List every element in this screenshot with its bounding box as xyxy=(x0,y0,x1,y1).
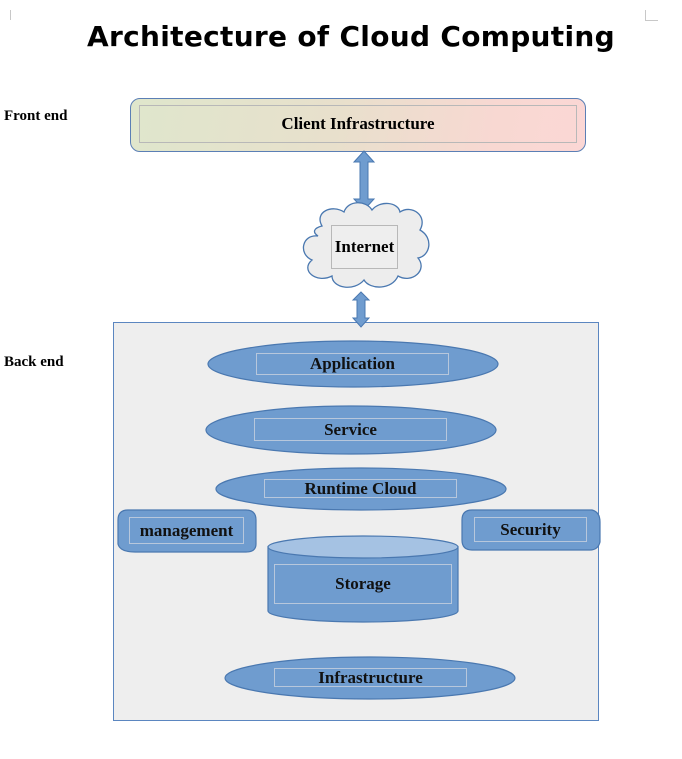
page-corner-mark xyxy=(645,10,658,21)
management-label: management xyxy=(129,517,244,544)
back-end-label: Back end xyxy=(4,354,64,370)
management-shape xyxy=(117,509,257,553)
service-label: Service xyxy=(254,418,447,441)
double-arrow-internet-backend xyxy=(351,291,371,328)
runtime-cloud-layer-shape xyxy=(215,467,507,511)
security-shape xyxy=(461,509,601,551)
internet-label: Internet xyxy=(331,225,398,269)
client-infrastructure-label: Client Infrastructure xyxy=(139,105,577,143)
infrastructure-layer-shape xyxy=(224,656,516,700)
infrastructure-label: Infrastructure xyxy=(274,668,467,687)
page-corner-mark xyxy=(0,10,11,20)
security-label: Security xyxy=(474,517,587,542)
application-label: Application xyxy=(256,353,449,375)
client-infrastructure-box xyxy=(130,98,586,152)
diagram-title: Architecture of Cloud Computing xyxy=(87,20,615,53)
runtime-cloud-label: Runtime Cloud xyxy=(264,479,457,498)
front-end-label: Front end xyxy=(4,108,68,124)
storage-label: Storage xyxy=(274,564,452,604)
double-arrow-client-internet xyxy=(352,150,376,211)
application-layer-shape xyxy=(207,340,499,388)
